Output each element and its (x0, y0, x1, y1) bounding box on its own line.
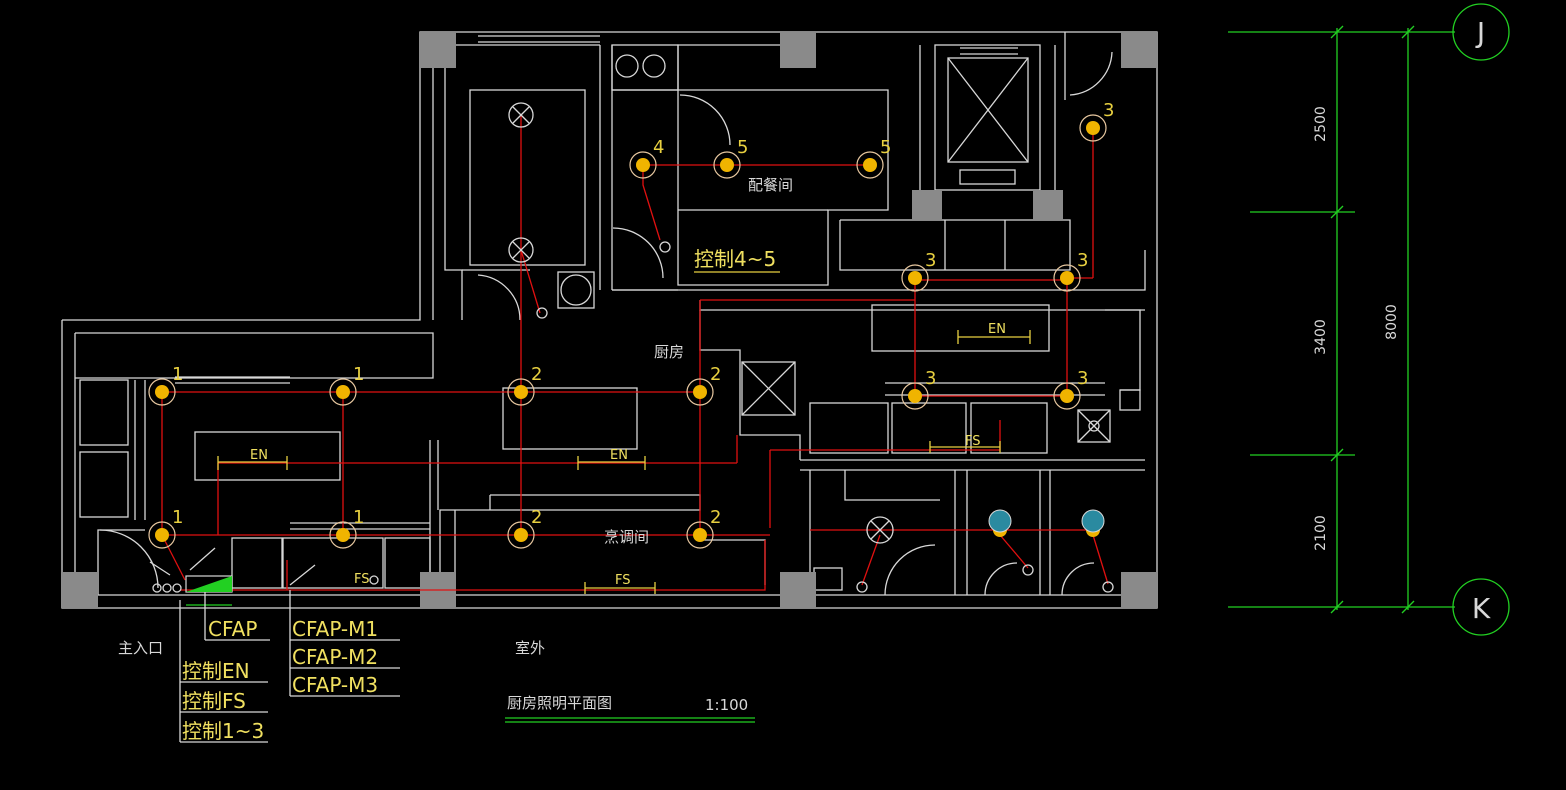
fs-label-2: FS (615, 573, 631, 588)
en-label-3: EN (988, 322, 1006, 337)
panel-cfap-m1: CFAP-M1 (292, 617, 378, 641)
panel-cfap: CFAP (208, 617, 257, 641)
distribution-panel (179, 575, 400, 743)
fixture-circuit-label: 3 (1103, 100, 1114, 121)
light-fixtures: 1 1 1 1 2 2 2 2 3 3 3 3 3 4 5 5 (148, 100, 1114, 549)
dimension-lines (505, 3, 1510, 723)
circuit-annotations: 控制4~5 EN EN EN FS FS FS (250, 247, 1006, 588)
fixture-circuit-label: 3 (1077, 250, 1088, 271)
light-fixture: 2 (686, 507, 721, 549)
fixture-circuit-label: 5 (880, 137, 891, 158)
panel-cfap-m2: CFAP-M2 (292, 645, 378, 669)
light-fixture: 2 (507, 507, 542, 549)
axis-label-bottom: K (1472, 592, 1491, 625)
light-fixture: 1 (148, 507, 183, 549)
fixture-circuit-label: 3 (1077, 368, 1088, 389)
drawing-title-block: 厨房照明平面图 1:100 (507, 694, 748, 714)
light-fixture: 3 (1053, 250, 1088, 292)
structural-columns (62, 32, 1157, 608)
drawing-title: 厨房照明平面图 (507, 694, 612, 712)
dimension-2500: 2500 (1313, 106, 1329, 142)
panel-control-en: 控制EN (182, 659, 250, 683)
exhaust-fans (988, 509, 1105, 533)
label-outdoor: 室外 (515, 639, 545, 657)
control-4-5-label: 控制4~5 (694, 247, 776, 271)
light-fixture: 3 (1053, 368, 1088, 410)
en-label-1: EN (250, 448, 268, 463)
fs-label-3: FS (965, 434, 981, 449)
dimension-2100: 2100 (1313, 515, 1329, 551)
light-fixture: 2 (686, 364, 721, 406)
ceiling-lights (508, 102, 894, 544)
light-fixture: 3 (901, 368, 936, 410)
panel-labels: CFAP CFAP-M1 CFAP-M2 CFAP-M3 控制EN 控制FS 控… (182, 617, 378, 743)
light-fixture: 5 (856, 137, 891, 179)
room-labels: 配餐间 厨房 烹调间 主入口 室外 (118, 176, 793, 657)
fixture-circuit-label: 3 (925, 250, 936, 271)
axis-label-top: J (1475, 16, 1485, 49)
circuit-ticks (217, 330, 1031, 594)
axis-labels: J K (1472, 16, 1491, 625)
fixture-circuit-label: 3 (925, 368, 936, 389)
fixture-circuit-label: 5 (737, 137, 748, 158)
fixture-circuit-label: 2 (531, 507, 542, 528)
panel-control-1-3: 控制1~3 (182, 719, 264, 743)
fixture-circuit-label: 1 (172, 364, 183, 385)
panel-control-fs: 控制FS (182, 689, 246, 713)
drawing-scale: 1:100 (705, 696, 748, 714)
dimension-3400: 3400 (1313, 319, 1329, 355)
fixture-circuit-label: 1 (353, 364, 364, 385)
light-fixture: 3 (901, 250, 936, 292)
fixture-circuit-label: 2 (531, 364, 542, 385)
light-fixture: 2 (507, 364, 542, 406)
fixture-circuit-label: 2 (710, 507, 721, 528)
dimension-text: 2500 3400 2100 8000 (1313, 106, 1400, 551)
light-fixture: 1 (329, 364, 364, 406)
fixture-circuit-label: 1 (172, 507, 183, 528)
fixture-circuit-label: 2 (710, 364, 721, 385)
walls (61, 31, 1158, 609)
panel-cfap-m3: CFAP-M3 (292, 673, 378, 697)
light-fixture: 5 (713, 137, 748, 179)
fixture-circuit-label: 1 (353, 507, 364, 528)
dimension-8000: 8000 (1384, 304, 1400, 340)
label-main-entrance: 主入口 (118, 639, 163, 657)
light-fixture: 1 (329, 507, 364, 549)
en-label-2: EN (610, 448, 628, 463)
fixture-circuit-label: 4 (653, 137, 664, 158)
light-fixture: 1 (148, 364, 183, 406)
room-label-pantry: 配餐间 (748, 176, 793, 194)
room-label-kitchen: 厨房 (654, 343, 684, 361)
light-fixture: 3 (1079, 100, 1114, 142)
light-fixture: 4 (629, 137, 664, 179)
switches (149, 241, 1114, 593)
wiring (161, 115, 1109, 591)
room-label-cooking: 烹调间 (604, 528, 649, 546)
fs-label-1: FS (354, 572, 370, 587)
